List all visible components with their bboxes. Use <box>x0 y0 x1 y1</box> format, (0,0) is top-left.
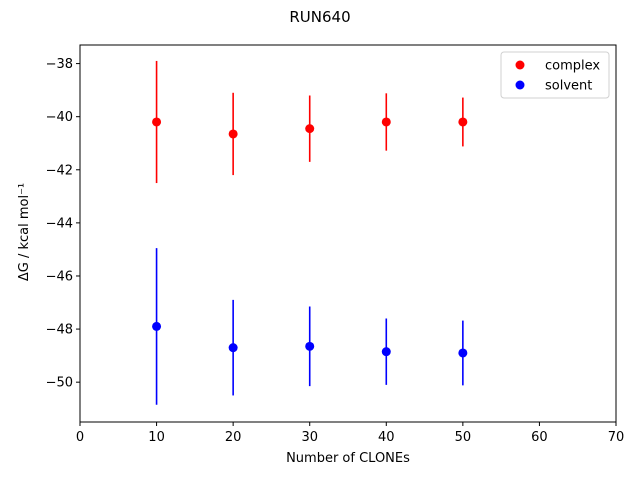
y-tick-label: −50 <box>46 376 73 391</box>
x-tick-label: 60 <box>531 430 548 445</box>
legend-label: solvent <box>545 79 592 94</box>
data-point <box>228 129 238 139</box>
data-point <box>305 124 315 134</box>
data-point <box>228 343 238 353</box>
y-tick-label: −48 <box>46 323 73 338</box>
legend: complex solvent <box>500 51 610 99</box>
data-point <box>152 117 162 127</box>
data-point <box>381 117 391 127</box>
y-axis-label: ΔG / kcal mol⁻¹ <box>17 183 32 281</box>
data-point <box>458 348 468 358</box>
legend-label: complex <box>545 59 600 74</box>
legend-marker <box>515 60 525 70</box>
x-axis-ticks: 0 10 20 30 40 50 60 70 <box>76 422 624 445</box>
plot-area <box>79 44 617 423</box>
x-tick-label: 0 <box>76 430 84 445</box>
y-tick-label: −38 <box>46 57 73 72</box>
x-tick-label: 40 <box>378 430 395 445</box>
axes-frame <box>79 44 617 423</box>
data-point <box>152 321 162 331</box>
x-tick-label: 50 <box>455 430 472 445</box>
y-tick-label: −42 <box>46 163 73 178</box>
x-tick-label: 10 <box>148 430 165 445</box>
x-tick-label: 30 <box>301 430 318 445</box>
x-tick-label: 20 <box>225 430 242 445</box>
y-tick-label: −46 <box>46 269 73 284</box>
x-axis-label: Number of CLONEs <box>286 451 410 466</box>
legend-box <box>500 51 610 99</box>
y-tick-label: −40 <box>46 110 73 125</box>
legend-marker <box>515 80 525 90</box>
data-point <box>381 347 391 357</box>
y-tick-label: −44 <box>46 216 73 231</box>
x-tick-label: 70 <box>608 430 625 445</box>
chart-title: RUN640 <box>289 8 350 26</box>
y-axis-ticks: −50 −48 −46 −44 −42 −40 −38 <box>46 57 80 391</box>
series-solvent <box>152 248 468 405</box>
series-complex <box>152 60 468 184</box>
data-point <box>305 341 315 351</box>
data-point <box>458 117 468 127</box>
